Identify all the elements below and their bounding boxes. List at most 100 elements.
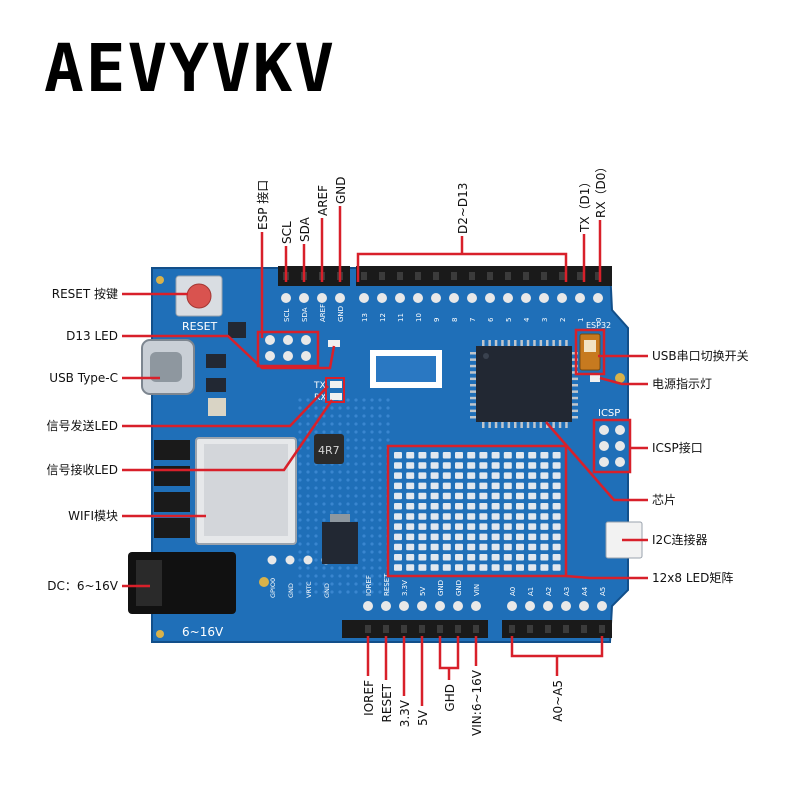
silkscreen-white-block-inner [376, 356, 436, 382]
chip-lead [520, 340, 523, 346]
matrix-led [394, 482, 402, 490]
icsp-pad [615, 441, 625, 451]
pcb-dot [346, 430, 350, 434]
pcb-dot [378, 438, 382, 442]
pcb-dot [306, 494, 310, 498]
header-pin [581, 625, 587, 633]
matrix-led [491, 543, 500, 551]
pcb-dot [370, 470, 374, 474]
pcb-dot [314, 566, 318, 570]
pcb-dot [298, 582, 302, 586]
pcb-dot [370, 486, 374, 490]
header-pad [543, 601, 553, 611]
header-pin [361, 272, 367, 280]
matrix-led [552, 472, 561, 479]
pcb-dot [330, 590, 334, 594]
icsp-pads [599, 425, 625, 467]
matrix-led [516, 452, 524, 459]
matrix-led [394, 503, 402, 510]
header-pad [281, 293, 291, 303]
chip-lead [488, 422, 491, 428]
pcb-dot [306, 582, 310, 586]
matrix-led [442, 472, 451, 479]
chip-lead [507, 340, 511, 346]
matrix-led [394, 543, 402, 551]
chip-lead [572, 416, 578, 419]
matrix-led [479, 513, 488, 520]
esp-pad [301, 351, 311, 361]
header-pad [521, 293, 531, 303]
matrix-led [406, 452, 415, 459]
esp-pad-highlight [256, 330, 320, 368]
pcb-dot [306, 478, 310, 482]
matrix-led [491, 523, 500, 530]
pin-silkscreen-label: RESET [383, 573, 391, 596]
label-sda: SDA [298, 216, 312, 242]
header-pad [525, 601, 535, 611]
tx-silkscreen: TX [313, 381, 326, 391]
pcb-dot [322, 414, 326, 418]
matrix-led [552, 533, 561, 541]
label-aref: AREF [316, 185, 330, 216]
chip-lead [539, 340, 543, 346]
matrix-led [442, 533, 451, 541]
pcb-dot [306, 470, 310, 474]
pcb-dot [354, 398, 358, 402]
header-pin [505, 272, 511, 280]
matrix-led [516, 472, 524, 479]
pin-silkscreen-label: GND [323, 583, 331, 598]
matrix-led [430, 564, 439, 571]
matrix-led [467, 543, 476, 551]
header-pad [579, 601, 589, 611]
header-pin [379, 272, 385, 280]
header-pad [507, 601, 517, 611]
chip-lead [572, 377, 578, 381]
matrix-led [455, 462, 463, 469]
chip-lead [470, 377, 476, 381]
bottom-pin-header-power [342, 620, 488, 638]
mounting-hole [615, 373, 625, 383]
matrix-led [552, 564, 561, 571]
header-pad [449, 293, 459, 303]
pcb-dot [378, 590, 382, 594]
matrix-led [430, 472, 439, 479]
matrix-led [491, 462, 500, 469]
matrix-led [418, 452, 427, 459]
pcb-dot [314, 502, 318, 506]
matrix-led [418, 492, 427, 500]
header-pin [397, 272, 403, 280]
pcb-dot [362, 494, 366, 498]
bottom-labels: IOREF RESET 3.3V 5V GHD VIN:6~16V A0~A5 [362, 669, 565, 736]
matrix-led [442, 554, 451, 561]
reset-button[interactable] [186, 283, 212, 309]
chip-lead [558, 422, 562, 428]
matrix-led [418, 482, 427, 490]
main-chip [476, 346, 572, 422]
pcb-dot [298, 518, 302, 522]
pin-silkscreen-label: GND [437, 580, 445, 596]
usb-serial-switch-knob[interactable] [584, 340, 596, 352]
pcb-dot [386, 422, 390, 426]
pin-silkscreen-label: 10 [415, 313, 423, 322]
pcb-dot [322, 502, 326, 506]
matrix-led [479, 482, 488, 490]
chip-lead [507, 422, 511, 428]
pcb-dot [322, 486, 326, 490]
matrix-led [491, 482, 500, 490]
pcb-dot [298, 454, 302, 458]
pcb-dot [314, 550, 318, 554]
pcb-dot [386, 406, 390, 410]
pcb-dot [370, 566, 374, 570]
matrix-led [503, 462, 512, 469]
matrix-led [540, 554, 549, 561]
pcb-dot [354, 590, 358, 594]
matrix-led [394, 513, 402, 520]
pcb-dot [362, 566, 366, 570]
matrix-led [394, 452, 402, 459]
label-gnd: GND [334, 176, 348, 204]
header-pin [455, 625, 461, 633]
pcb-dot [346, 566, 350, 570]
chip-lead [482, 340, 485, 346]
matrix-led [418, 543, 427, 551]
header-pin [577, 272, 583, 280]
